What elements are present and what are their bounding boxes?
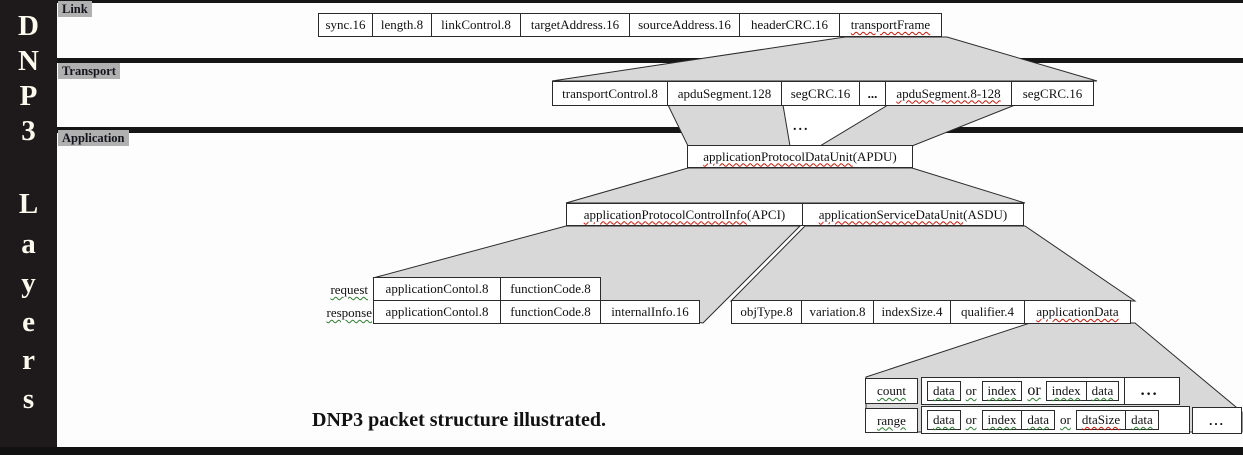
field-function-code-resp: functionCode.8 [500, 300, 601, 324]
layer-label-application: Application [58, 130, 129, 147]
field-application-control-resp: applicationContol.8 [373, 300, 501, 324]
count-option-index-2: index [1045, 381, 1087, 401]
field-length: length.8 [372, 13, 432, 37]
asdu-abbrev: (ASDU) [963, 206, 1008, 222]
field-apdu-segment-2: apduSegment.8-128 [885, 81, 1012, 106]
link-transport-separator [57, 58, 1243, 63]
request-label: request [330, 282, 368, 297]
field-index-size: indexSize.4 [873, 300, 951, 324]
diagram-caption: DNP3 packet structure illustrated. [312, 409, 607, 431]
sidebar-letter: N [18, 45, 39, 77]
sidebar-letter: P [19, 80, 38, 112]
field-seg-crc-1: segCRC.16 [781, 81, 860, 106]
asdu-label: applicationServiceDataUnit [818, 206, 964, 222]
count-option-index-1: index [981, 381, 1023, 401]
range-option-index: index [981, 410, 1023, 430]
funnel-apdu-to-apci-asdu [565, 167, 1026, 204]
funnel-asdu-to-object-header [729, 225, 1137, 302]
count-or-1: or [965, 383, 977, 398]
sidebar-letter: 3 [21, 115, 36, 147]
range-or-1: or [965, 412, 977, 427]
request-row: applicationContol.8 functionCode.8 [373, 277, 601, 301]
apci-box: applicationProtocolControlInfo (APCI) [566, 203, 803, 226]
range-option-dtasize: dtaSize [1075, 410, 1127, 430]
field-internal-info: internalInfo.16 [600, 300, 700, 324]
field-seg-crc-2: segCRC.16 [1011, 81, 1094, 106]
sidebar-letter: L [18, 188, 39, 220]
sidebar-background [0, 0, 57, 455]
field-transport-control: transportControl.8 [552, 81, 668, 106]
segments-ellipsis: ... [793, 119, 810, 134]
field-transport-frame-label: transportFrame [850, 17, 931, 32]
asdu-box: applicationServiceDataUnit (ASDU) [802, 203, 1024, 226]
response-row: applicationContol.8 functionCode.8 inter… [373, 300, 700, 324]
range-option-data-1: data [927, 410, 961, 430]
field-apdu-segment-1: apduSegment.128 [667, 81, 782, 106]
layer-label-link: Link [58, 1, 92, 18]
field-qualifier: qualifier.4 [950, 300, 1025, 324]
sidebar-letter: e [22, 306, 35, 338]
range-option-index-data-pair: index data [981, 410, 1056, 430]
apdu-abbrev: (APDU) [852, 148, 897, 164]
field-function-code-req: functionCode.8 [500, 277, 601, 301]
funnel-apdusegment2-to-apdu [818, 104, 1016, 147]
object-header-row: objType.8 variation.8 indexSize.4 qualif… [731, 300, 1131, 324]
count-option-index-data-pair: index data [1045, 381, 1120, 401]
transport-segment-row: transportControl.8 apduSegment.128 segCR… [552, 81, 1094, 106]
field-transport-frame: transportFrame [839, 13, 942, 37]
field-source-address: sourceAddress.16 [629, 13, 740, 37]
apdu-label: applicationProtocolDataUnit [703, 148, 853, 164]
count-or-2: or [1027, 382, 1041, 399]
count-options-container: data or index or index data ... [921, 377, 1180, 405]
field-application-data: applicationData [1024, 300, 1131, 324]
field-target-address: targetAddress.16 [520, 13, 630, 37]
field-application-data-label: applicationData [1036, 304, 1119, 319]
count-more-ellipsis: ... [1124, 378, 1174, 404]
sidebar-letter: y [21, 267, 36, 299]
sidebar-letter: r [22, 344, 35, 376]
range-options-container: data or index data or dtaSize data [921, 406, 1190, 434]
field-apdu-segment-2-label: apduSegment.8-128 [896, 85, 1001, 101]
apci-abbrev: (APCI) [746, 206, 786, 222]
apdu-box: applicationProtocolDataUnit (APDU) [687, 145, 913, 168]
field-obj-type: objType.8 [731, 300, 802, 324]
sidebar-letter: s [22, 383, 35, 415]
field-sync: sync.16 [318, 13, 373, 37]
field-variation: variation.8 [801, 300, 874, 324]
range-or-2: or [1060, 412, 1071, 427]
apci-asdu-row: applicationProtocolControlInfo (APCI) ap… [566, 203, 1024, 226]
field-link-control: linkControl.8 [431, 13, 521, 37]
range-more-box: ... [1192, 407, 1242, 434]
response-label: response [326, 305, 373, 320]
apci-label: applicationProtocolControlInfo [583, 206, 747, 222]
bottom-border-bar [0, 447, 1243, 455]
sidebar-letter: a [21, 228, 36, 260]
link-frame-row: sync.16 length.8 linkControl.8 targetAdd… [318, 13, 942, 37]
top-border-line [57, 0, 1243, 3]
range-option-data-3: data [1125, 410, 1159, 430]
sidebar-letter: D [18, 10, 39, 42]
field-header-crc: headerCRC.16 [739, 13, 840, 37]
count-option-data-1: data [927, 381, 961, 401]
range-option-data-2: data [1021, 410, 1056, 430]
range-option-dtasize-data-pair: dtaSize data [1075, 410, 1159, 430]
layer-label-transport: Transport [58, 63, 120, 80]
count-box: count [865, 378, 918, 404]
range-box: range [865, 408, 918, 433]
count-option-data-2: data [1085, 381, 1120, 401]
transport-application-separator [57, 127, 1243, 133]
transport-ellipsis-cell: ... [859, 81, 886, 106]
funnel-apdusegment1-to-apdu [667, 104, 791, 147]
field-application-control-req: applicationContol.8 [373, 277, 501, 301]
